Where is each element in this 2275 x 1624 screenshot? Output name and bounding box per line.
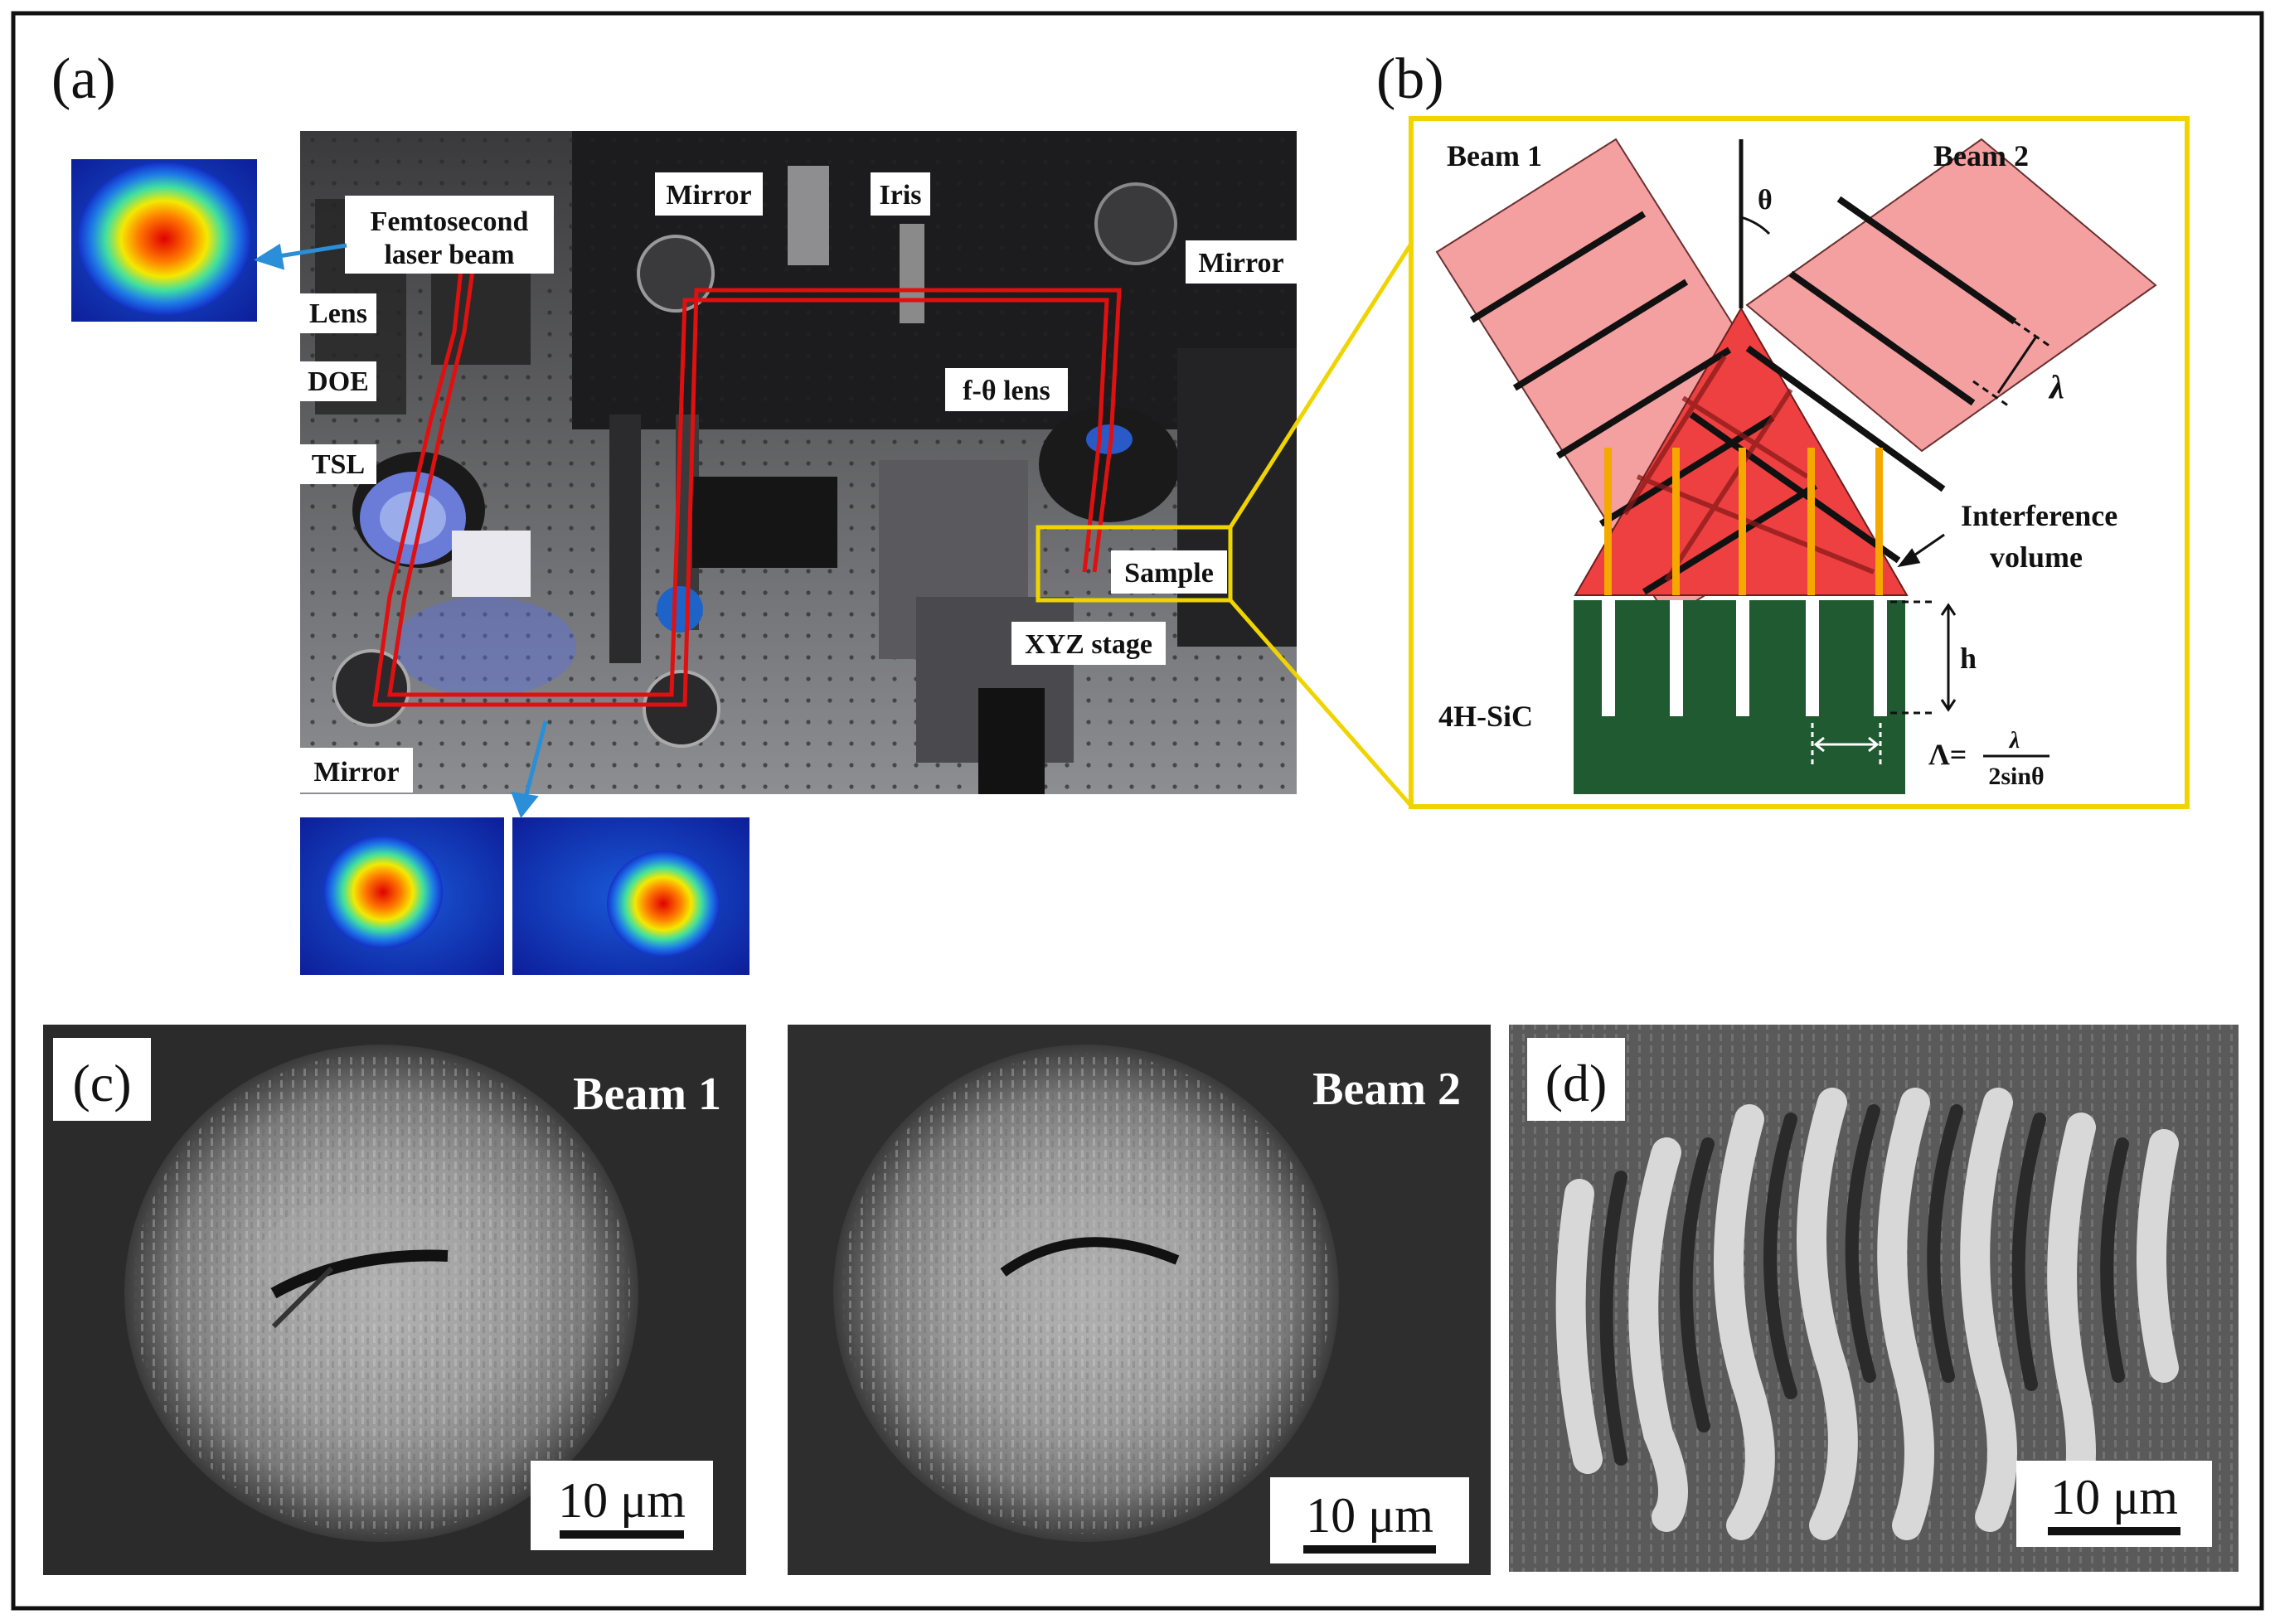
panel-c-letter-box xyxy=(53,1038,151,1121)
label-sem-beam1: Beam 1 xyxy=(573,1069,721,1120)
setup-label-iris: Iris xyxy=(871,172,930,216)
laser-glow xyxy=(394,597,576,696)
setup-label-sample: Sample xyxy=(1111,550,1227,594)
label-sample: Sample xyxy=(1124,558,1214,589)
label-femtosecond-line2: laser beam xyxy=(384,240,514,270)
fringe-bars xyxy=(1604,448,1883,595)
mirror-holder xyxy=(788,166,829,265)
zoom-connector-bottom xyxy=(1229,599,1413,807)
theta-arc xyxy=(1740,216,1771,235)
label-lens: Lens xyxy=(309,298,367,329)
laser-path xyxy=(372,238,1122,707)
label-beam1: Beam 1 xyxy=(1447,139,1542,172)
panel-b-letter: (b) xyxy=(1376,47,1444,111)
label-tsl: TSL xyxy=(312,449,365,480)
label-period-den: 2sinθ xyxy=(1988,763,2044,790)
label-period-num: λ xyxy=(2009,728,2020,754)
sem-image-beam1 xyxy=(43,1025,746,1575)
setup-label-tsl: TSL xyxy=(300,444,376,484)
sem-image-beam2 xyxy=(788,1025,1491,1575)
setup-label-f-theta: f-θ lens xyxy=(945,368,1068,411)
beam2-band xyxy=(1745,138,2157,453)
motor xyxy=(692,477,837,568)
grating-lines xyxy=(1555,1088,2179,1540)
white-block xyxy=(452,531,531,597)
blue-mount xyxy=(657,586,703,633)
stage-motor xyxy=(978,688,1045,794)
label-substrate: 4H-SiC xyxy=(1438,700,1533,733)
sample-highlight-box xyxy=(1036,525,1233,603)
label-beam2: Beam 2 xyxy=(1933,139,2029,172)
label-mirror-right: Mirror xyxy=(1198,248,1283,279)
support-post xyxy=(609,414,641,663)
setup-label-doe: DOE xyxy=(300,361,376,401)
scale-bar-c2: 10 μm xyxy=(1270,1477,1469,1563)
setup-label-mirror-top: Mirror xyxy=(655,172,763,216)
label-xyz-stage: XYZ stage xyxy=(1025,629,1152,660)
mirror-mount-right xyxy=(1094,182,1177,265)
zoom-connector-top xyxy=(1228,242,1414,529)
scale-text-c1: 10 μm xyxy=(558,1473,686,1528)
beam-profile-input xyxy=(71,159,257,322)
label-doe: DOE xyxy=(308,366,369,397)
panel-d-letter-box xyxy=(1527,1038,1625,1121)
scale-bar-c1: 10 μm xyxy=(531,1461,713,1550)
setup-label-xyz: XYZ stage xyxy=(1011,622,1166,665)
label-h: h xyxy=(1960,642,1977,675)
label-sem-beam2: Beam 2 xyxy=(1312,1064,1461,1115)
profile-arrow-input xyxy=(254,243,347,270)
scale-bar-d: 10 μm xyxy=(2016,1461,2212,1547)
label-f-theta-lens: f-θ lens xyxy=(963,376,1050,406)
setup-label-lens: Lens xyxy=(300,293,376,333)
iris-mount xyxy=(900,224,924,323)
lambda-dimension xyxy=(1972,320,2054,410)
mirror-mount-bottom-left xyxy=(332,649,410,727)
period-dimension xyxy=(1811,723,1882,764)
beam-profile-output-1 xyxy=(300,817,504,975)
profile-arrow-output xyxy=(511,720,548,818)
setup-label-mirror-bottom: Mirror xyxy=(300,748,413,793)
label-period-lhs: Λ= xyxy=(1928,738,1967,771)
optics-mount xyxy=(431,265,531,365)
label-interference-line2: volume xyxy=(1990,541,2083,574)
scale-text-c2: 10 μm xyxy=(1306,1488,1433,1543)
panel-a-letter: (a) xyxy=(51,47,116,111)
panel-c-letter: (c) xyxy=(72,1054,131,1113)
mirror-mount-bottom-center xyxy=(643,670,720,748)
beam2-wavefronts xyxy=(1689,196,2017,564)
label-iris: Iris xyxy=(880,180,922,211)
label-lambda: λ xyxy=(2048,368,2064,405)
setup-label-mirror-right: Mirror xyxy=(1186,240,1297,284)
scale-text-d: 10 μm xyxy=(2050,1470,2178,1525)
panel-d-letter: (d) xyxy=(1545,1054,1608,1113)
grating-grooves xyxy=(1599,1104,2129,1466)
label-interference-line1: Interference xyxy=(1961,499,2117,532)
right-rack xyxy=(1177,348,1297,647)
beam-profile-output-2 xyxy=(512,817,749,975)
substrate-4h-sic xyxy=(1574,600,1905,794)
interference-arrow xyxy=(1897,533,1945,568)
label-mirror-top: Mirror xyxy=(666,180,751,211)
label-theta: θ xyxy=(1758,185,1773,216)
setup-label-femtosecond: Femtosecond laser beam xyxy=(345,196,554,274)
label-femtosecond-line1: Femtosecond xyxy=(371,206,529,237)
interference-drawing xyxy=(1435,138,2157,794)
label-mirror-bottom: Mirror xyxy=(313,757,399,788)
h-dimension xyxy=(1890,600,1957,715)
